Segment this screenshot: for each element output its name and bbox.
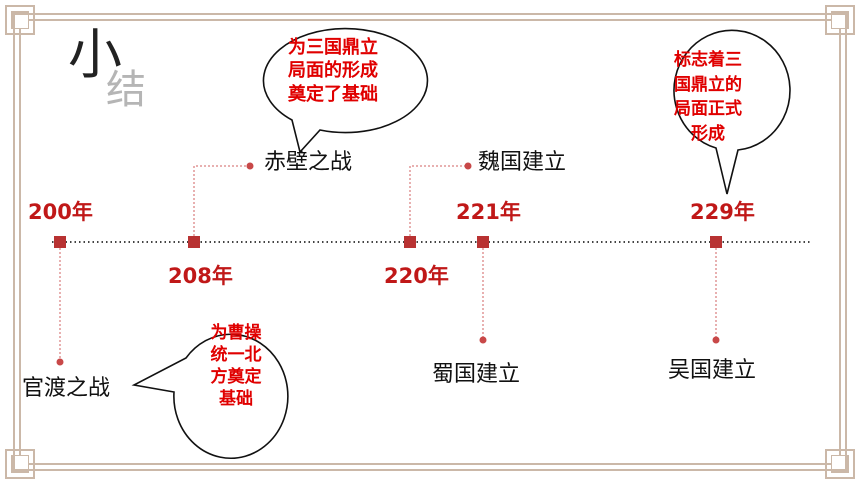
- marker-200: [54, 236, 66, 248]
- bubble-line: 为三国鼎立: [288, 37, 378, 58]
- bubble-line: 为曹操: [210, 323, 262, 343]
- bubble-line: 形成: [691, 123, 725, 144]
- bubble-text-guandu: 为曹操 统一北 方奠定 基础: [190, 322, 282, 410]
- bubble-line: 国鼎立的: [674, 74, 742, 95]
- marker-221: [477, 236, 489, 248]
- bubble-text-wu: 标志着三 国鼎立的 局面正式 形成: [648, 48, 768, 147]
- marker-208: [188, 236, 200, 248]
- year-label-208: 208年: [168, 264, 233, 288]
- bubble-line: 局面的形成: [288, 60, 378, 82]
- event-shu: 蜀国建立: [432, 362, 521, 387]
- year-label-221: 221年: [456, 200, 521, 224]
- connector-dot-chibi: [246, 162, 254, 170]
- year-label-229: 229年: [690, 200, 755, 224]
- bubble-guandu: [131, 333, 289, 459]
- bubble-text-chibi: 为三国鼎立 局面的形成 奠定了基础: [258, 36, 408, 106]
- bubble-line: 奠定了基础: [288, 83, 378, 105]
- year-label-200: 200年: [28, 200, 93, 224]
- connector-dot-wei: [464, 162, 472, 170]
- year-label-220: 220年: [384, 264, 449, 288]
- event-guandu: 官渡之战: [22, 376, 111, 401]
- bubble-line: 局面正式: [674, 99, 742, 120]
- marker-220: [404, 236, 416, 248]
- connector-dot-wu: [712, 336, 720, 344]
- connector-wei: [409, 165, 466, 236]
- bubble-line: 标志着三: [674, 50, 742, 70]
- connector-chibi: [193, 165, 250, 236]
- title-char-main: 小: [68, 23, 122, 86]
- event-chibi: 赤壁之战: [264, 150, 353, 175]
- bubble-line: 统一北: [210, 345, 262, 366]
- event-wei: 魏国建立: [478, 150, 567, 175]
- title-char-sub: 结: [106, 67, 146, 113]
- event-wu: 吴国建立: [668, 358, 757, 383]
- connector-dot-guandu: [56, 358, 64, 366]
- bubble-line: 基础: [219, 389, 253, 410]
- bubble-wu: [673, 29, 791, 195]
- bubble-chibi: [262, 27, 429, 154]
- connector-dot-shu: [479, 336, 487, 344]
- marker-229: [710, 236, 722, 248]
- bubble-line: 方奠定: [210, 367, 262, 388]
